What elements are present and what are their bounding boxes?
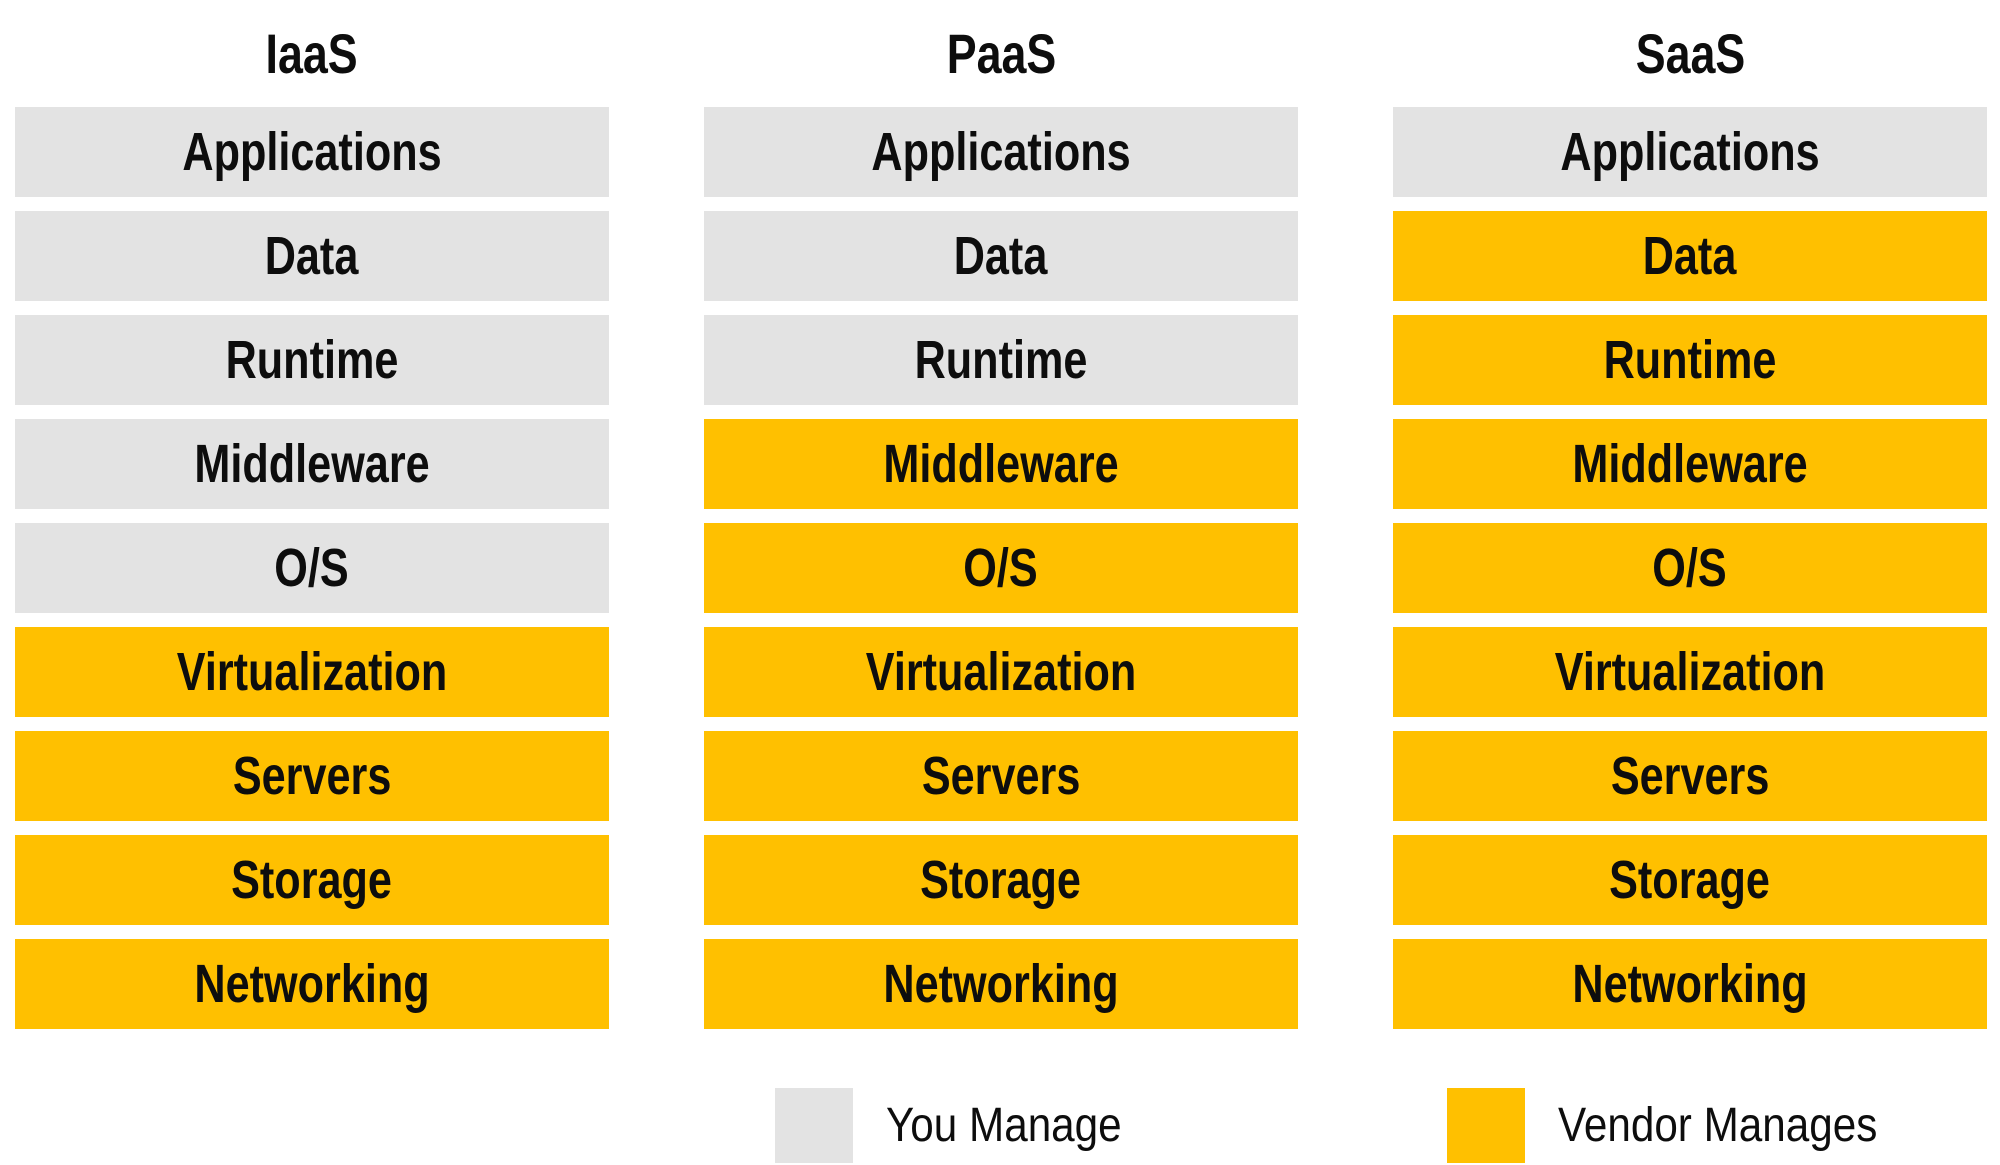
column-title-paas: PaaS — [704, 0, 1298, 107]
layer-label: Middleware — [1572, 434, 1808, 494]
layer-label: Virtualization — [1554, 642, 1826, 702]
layer-label: Storage — [231, 850, 393, 910]
iaas-layer-networking: Networking — [15, 939, 609, 1029]
saas-layer-storage: Storage — [1393, 835, 1987, 925]
iaas-layer-applications: Applications — [15, 107, 609, 197]
column-title-saas: SaaS — [1393, 0, 1987, 107]
column-title-text: SaaS — [1635, 21, 1745, 85]
layer-label: O/S — [274, 538, 350, 598]
paas-layer-storage: Storage — [704, 835, 1298, 925]
paas-layer-applications: Applications — [704, 107, 1298, 197]
layer-label: O/S — [963, 538, 1039, 598]
legend-item-vendor-manages: Vendor Manages — [1447, 1088, 1921, 1163]
saas-layer-servers: Servers — [1393, 731, 1987, 821]
layer-label: Applications — [1560, 122, 1820, 182]
saas-layer-networking: Networking — [1393, 939, 1987, 1029]
saas-layer-data: Data — [1393, 211, 1987, 301]
paas-layer-servers: Servers — [704, 731, 1298, 821]
paas-layer-data: Data — [704, 211, 1298, 301]
layer-label: Servers — [232, 746, 392, 806]
iaas-layer-middleware: Middleware — [15, 419, 609, 509]
saas-layer-middleware: Middleware — [1393, 419, 1987, 509]
iaas-layer-storage: Storage — [15, 835, 609, 925]
saas-layer-applications: Applications — [1393, 107, 1987, 197]
legend-item-you-manage: You Manage — [775, 1088, 1154, 1163]
iaas-layer-servers: Servers — [15, 731, 609, 821]
iaas-layer-virtualization: Virtualization — [15, 627, 609, 717]
paas-layer-runtime: Runtime — [704, 315, 1298, 405]
layer-label: Storage — [920, 850, 1082, 910]
saas-layer-virtualization: Virtualization — [1393, 627, 1987, 717]
saas-layer-o-s: O/S — [1393, 523, 1987, 613]
column-title-text: PaaS — [946, 21, 1056, 85]
you-manage-label: You Manage — [886, 1098, 1122, 1152]
layer-label: Networking — [1572, 954, 1808, 1014]
layer-label: Virtualization — [176, 642, 448, 702]
layer-label: Runtime — [914, 330, 1088, 390]
paas-layer-virtualization: Virtualization — [704, 627, 1298, 717]
layer-label: Networking — [194, 954, 430, 1014]
layer-label: Applications — [871, 122, 1131, 182]
layer-label: Virtualization — [865, 642, 1137, 702]
you-manage-swatch — [775, 1088, 853, 1163]
paas-layer-o-s: O/S — [704, 523, 1298, 613]
layer-label: Runtime — [225, 330, 399, 390]
paas-layer-networking: Networking — [704, 939, 1298, 1029]
layer-label: Data — [265, 226, 359, 286]
layer-label: Storage — [1609, 850, 1771, 910]
vendor-manages-swatch — [1447, 1088, 1525, 1163]
layer-label: Networking — [883, 954, 1119, 1014]
layer-label: Data — [954, 226, 1048, 286]
vendor-manages-label: Vendor Manages — [1558, 1098, 1878, 1152]
layer-label: Middleware — [883, 434, 1119, 494]
layer-label: Middleware — [194, 434, 430, 494]
layer-label: Applications — [182, 122, 442, 182]
iaas-layer-data: Data — [15, 211, 609, 301]
layer-label: Servers — [1610, 746, 1770, 806]
saas-layer-runtime: Runtime — [1393, 315, 1987, 405]
layer-label: O/S — [1652, 538, 1728, 598]
layer-label: Runtime — [1603, 330, 1777, 390]
layer-label: Data — [1643, 226, 1737, 286]
column-title-iaas: IaaS — [15, 0, 609, 107]
iaas-layer-o-s: O/S — [15, 523, 609, 613]
paas-layer-middleware: Middleware — [704, 419, 1298, 509]
column-title-text: IaaS — [265, 21, 359, 85]
iaas-layer-runtime: Runtime — [15, 315, 609, 405]
layer-label: Servers — [921, 746, 1081, 806]
